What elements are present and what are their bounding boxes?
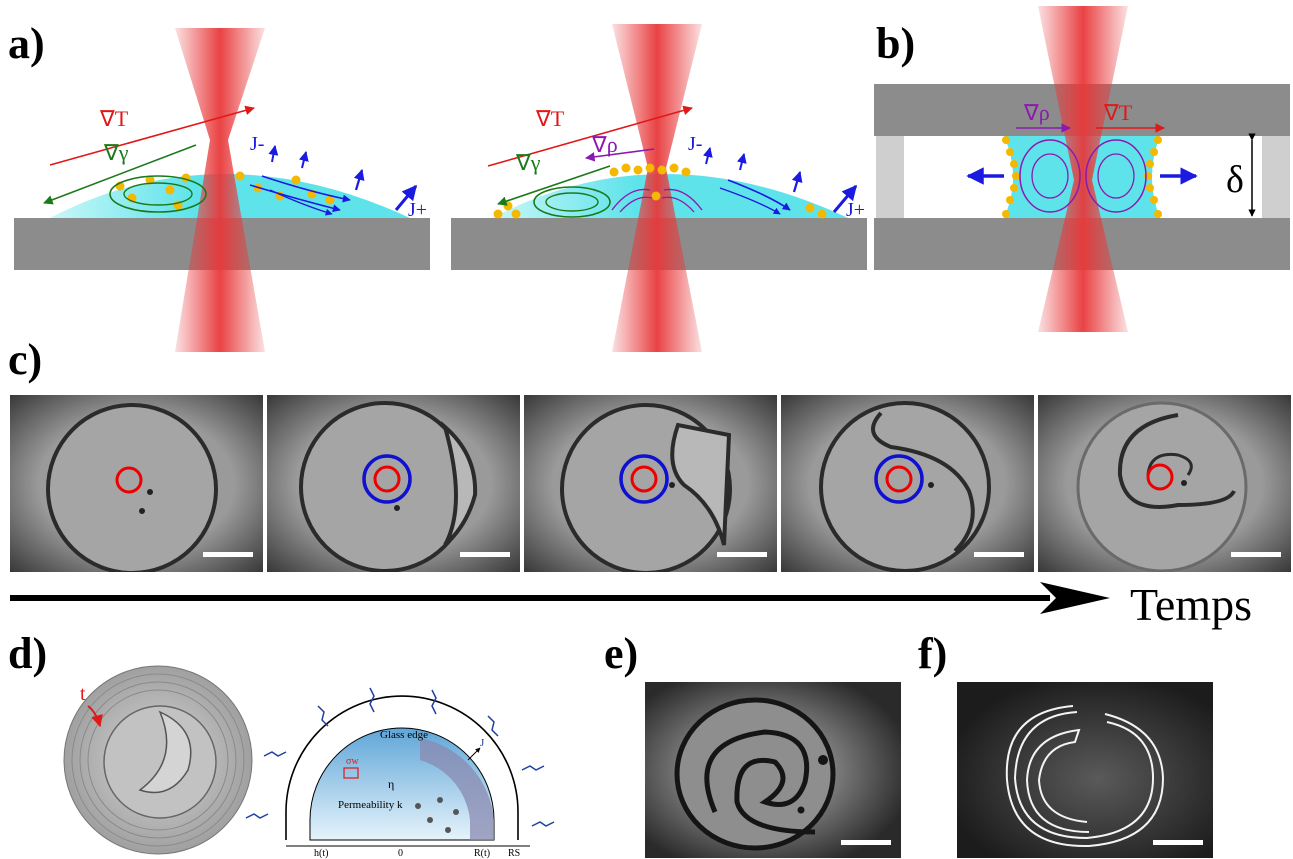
scale-bar: [1153, 840, 1203, 845]
sigma-label: σw: [346, 756, 359, 767]
laser-spot-marker: [630, 465, 658, 493]
panel-label-f: f): [918, 629, 948, 678]
axis-h-label: h(t): [314, 848, 328, 859]
frame-5-image: [1038, 395, 1291, 572]
scale-bar: [974, 552, 1024, 557]
permeability-label: Permeability k: [338, 799, 403, 811]
model-schematic: Glass edge Permeability k η σw J h(t) 0 …: [245, 687, 555, 859]
panel-b: ∇ρ ∇T δ: [874, 6, 1290, 332]
axis-R-label: R(t): [474, 848, 490, 859]
grad-T-label: ∇T: [1103, 100, 1133, 125]
scale-bar: [841, 840, 891, 845]
frame-2: [267, 395, 520, 572]
panel-e-drawing: [645, 682, 901, 858]
axis-Rs-label: RS: [508, 848, 520, 859]
frame-1: [10, 395, 263, 572]
flux-label: J: [480, 737, 485, 749]
panel-f-drawing: [957, 682, 1213, 858]
frame-4: [781, 395, 1034, 572]
schematic-panels: ∇T ∇γ J- J+ ∇T ∇ρ ∇γ J-: [14, 6, 1290, 352]
scale-bar: [203, 552, 253, 557]
particles: [493, 163, 827, 219]
flow-zone-marker: [619, 454, 669, 504]
laser-spot-marker: [373, 465, 401, 493]
frame-5: [1038, 395, 1291, 572]
axis-zero-label: 0: [398, 848, 403, 859]
panel-f-image: [957, 682, 1213, 858]
panel-a-right: ∇T ∇ρ ∇γ J- J+: [451, 24, 867, 352]
panel-label-e: e): [604, 629, 639, 678]
laser-beam: [1038, 6, 1128, 332]
glass-edge-label: Glass edge: [380, 729, 428, 741]
recirculation-cell: [533, 186, 611, 218]
panel-a-left: ∇T ∇γ J- J+: [14, 28, 430, 352]
spacer-right: [1262, 136, 1290, 218]
scale-bar: [460, 552, 510, 557]
frame-1-image: [10, 395, 263, 572]
panel-label-a: a): [8, 19, 45, 68]
laser-beam: [175, 28, 265, 352]
flux-plus-label: J+: [408, 199, 427, 221]
laser-spot-marker: [1146, 463, 1174, 491]
panel-label-c: c): [8, 335, 43, 384]
time-axis-label: Temps: [1130, 579, 1252, 630]
grad-T-label: ∇T: [535, 106, 565, 131]
panel-e-image: [645, 682, 901, 858]
flow-zone-marker: [362, 454, 412, 504]
particles: [1002, 136, 1162, 218]
time-label: t: [80, 683, 86, 705]
laser-spot-marker: [115, 466, 143, 494]
scale-bar: [717, 552, 767, 557]
grad-rho-label: ∇ρ: [591, 132, 618, 157]
flux-plus-label: J+: [846, 199, 865, 221]
spacer-left: [876, 136, 904, 218]
grad-rho-label: ∇ρ: [1023, 100, 1050, 125]
eta-label: η: [388, 777, 394, 791]
frame-3: [524, 395, 777, 572]
recirculation-cell: [109, 175, 207, 213]
grad-gamma-label: ∇γ: [515, 150, 541, 175]
flux-minus-label: J-: [688, 133, 702, 155]
gap-label: δ: [1226, 159, 1244, 201]
laser-spot-marker: [885, 465, 913, 493]
scale-bar: [1231, 552, 1281, 557]
laser-beam: [612, 24, 702, 352]
droplet-rings-image: t: [63, 665, 253, 855]
frame-4-image: [781, 395, 1034, 572]
panel-label-d: d): [8, 629, 48, 678]
panel-label-b: b): [876, 19, 916, 68]
frame-2-image: [267, 395, 520, 572]
frame-3-image: [524, 395, 777, 572]
grad-gamma-label: ∇γ: [103, 140, 129, 165]
flow-zone-marker: [874, 454, 924, 504]
flux-minus-label: J-: [250, 133, 264, 155]
grad-T-label: ∇T: [99, 106, 129, 131]
